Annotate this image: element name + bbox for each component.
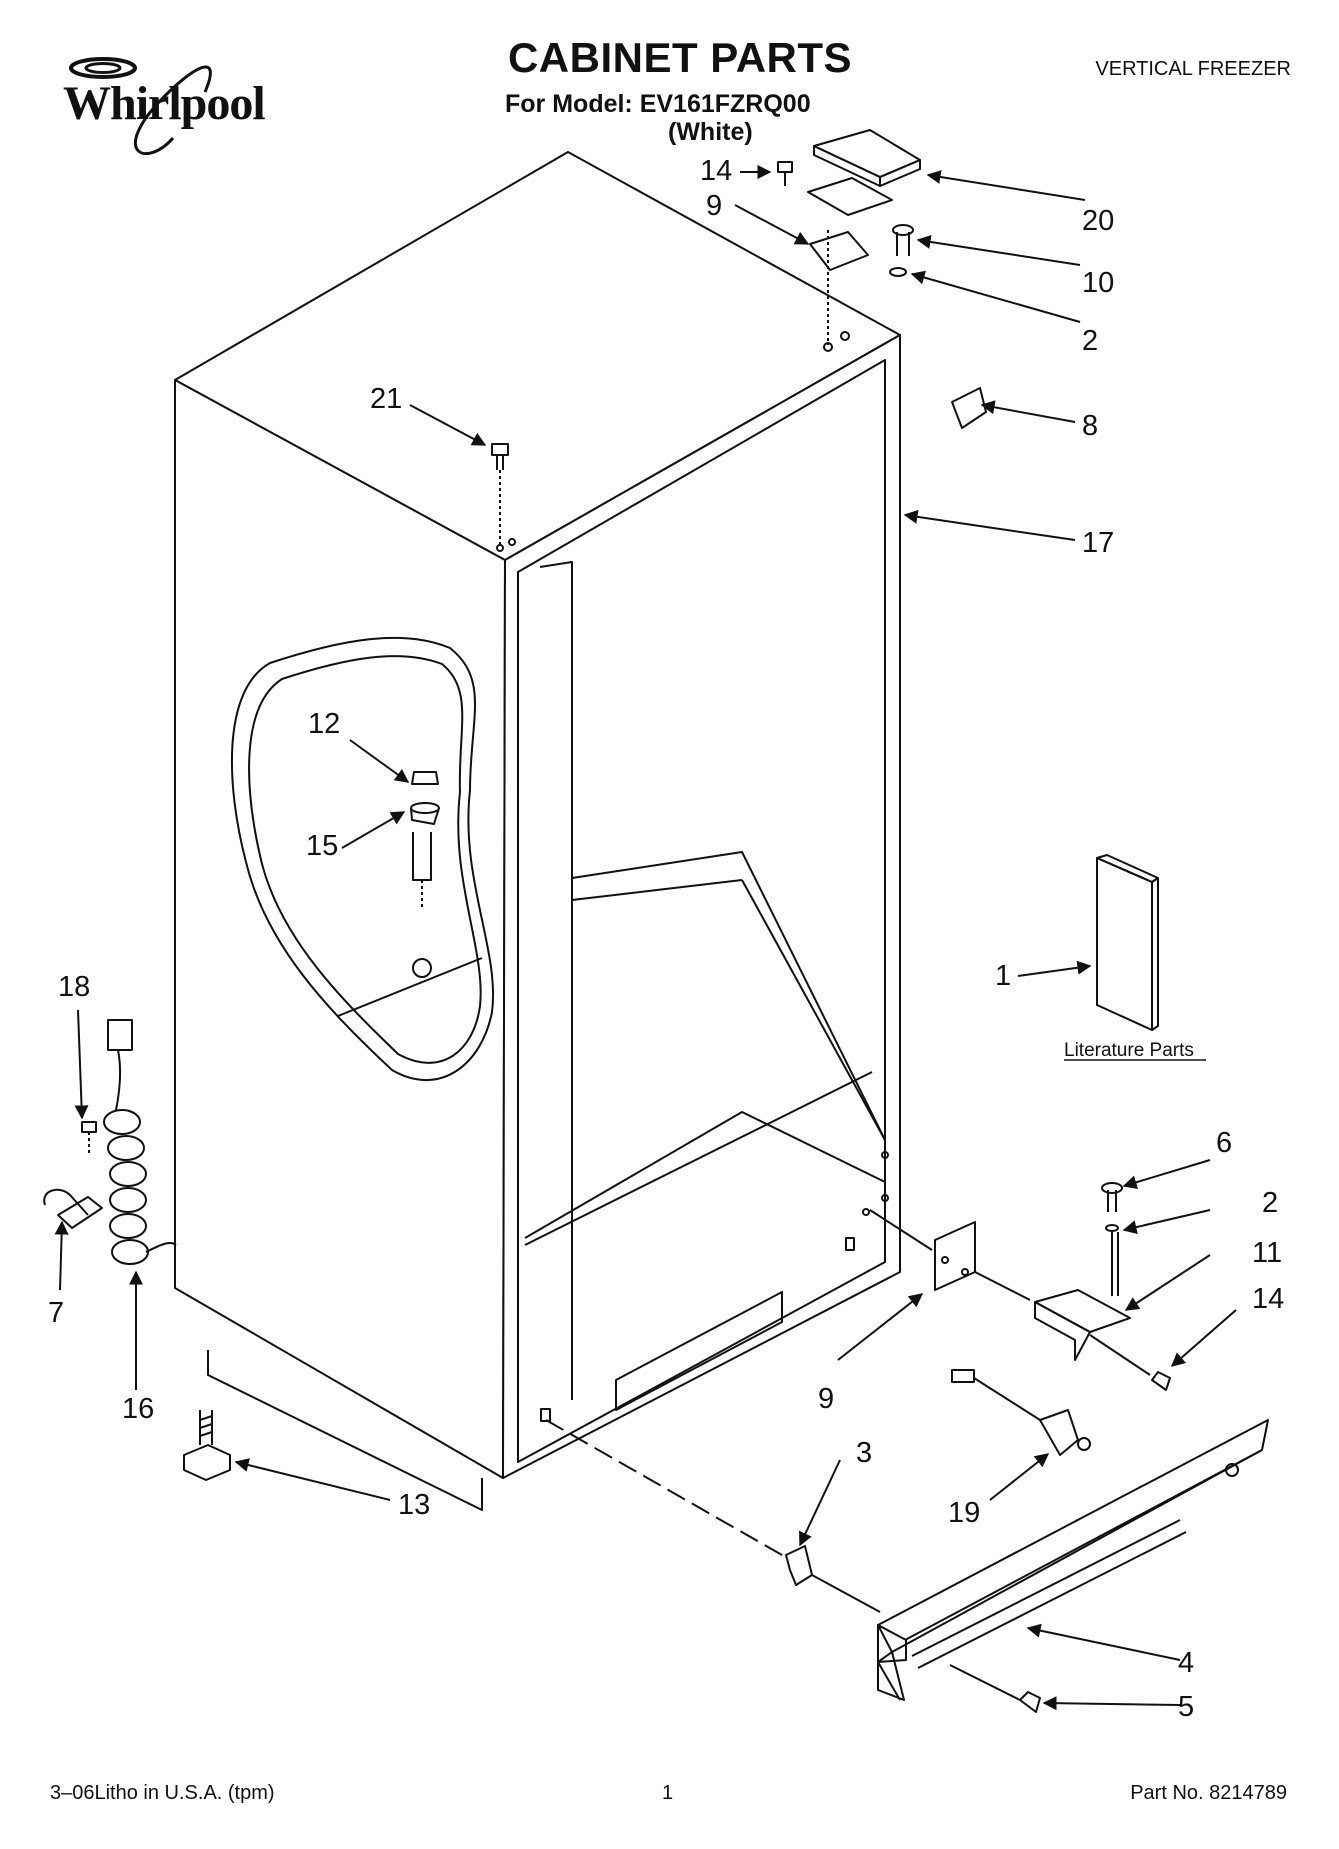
literature-parts-label: Literature Parts [1064,1040,1194,1061]
drain-tube-assembly [410,771,440,978]
callout-16: 16 [122,1393,154,1425]
grille-clip [545,1419,881,1613]
print-info: 3–06Litho in U.S.A. (tpm) [50,1782,275,1804]
callout-18: 18 [58,971,90,1003]
callout-10: 10 [1082,267,1114,299]
callout-15: 15 [306,830,338,862]
callout-14-bottom: 14 [1252,1283,1284,1315]
toe-grille [877,1419,1269,1701]
whirlpool-logo: Whirlpool [55,56,285,166]
callout-7: 7 [48,1297,64,1329]
leveling-leg [183,1410,231,1481]
switch-harness [951,1369,1091,1456]
color-line: (White) [668,118,753,146]
callout-11: 11 [1252,1237,1282,1269]
part-number: Part No. 8214789 [1130,1782,1287,1804]
top-hinge-assembly [777,129,921,352]
door-stop-part [951,387,987,429]
callout-9-bottom: 9 [818,1383,834,1415]
page-number: 1 [662,1782,674,1804]
grille-screw [949,1664,1041,1713]
top-screw-21 [491,443,516,552]
bottom-hinge-assembly [869,1182,1171,1391]
brand-wordmark: Whirlpool [63,77,266,130]
callout-1: 1 [995,960,1011,992]
power-cord [103,1019,177,1265]
callout-2-bottom: 2 [1262,1187,1278,1219]
callout-8: 8 [1082,410,1098,442]
document-type: VERTICAL FREEZER [1095,58,1291,80]
cabinet-body [174,151,901,1511]
cutaway-view [230,636,494,1082]
callout-5: 5 [1178,1691,1194,1723]
callout-12: 12 [308,708,340,740]
callout-3: 3 [856,1437,872,1469]
callout-9-top: 9 [706,190,722,222]
callout-14-top: 14 [700,155,732,187]
callout-2-top: 2 [1082,325,1098,357]
callout-13: 13 [398,1489,430,1521]
callout-17: 17 [1082,527,1114,559]
callout-19: 19 [948,1497,980,1529]
swirl-logo-icon [69,57,212,155]
literature-booklet [1096,854,1159,1031]
callout-6: 6 [1216,1127,1232,1159]
page-title: CABINET PARTS [507,34,853,81]
callout-4: 4 [1178,1647,1194,1679]
cord-clamp [43,1121,103,1229]
model-line: For Model: EV161FZRQ00 [505,90,811,118]
callout-21: 21 [370,383,402,415]
callout-20: 20 [1082,205,1114,237]
